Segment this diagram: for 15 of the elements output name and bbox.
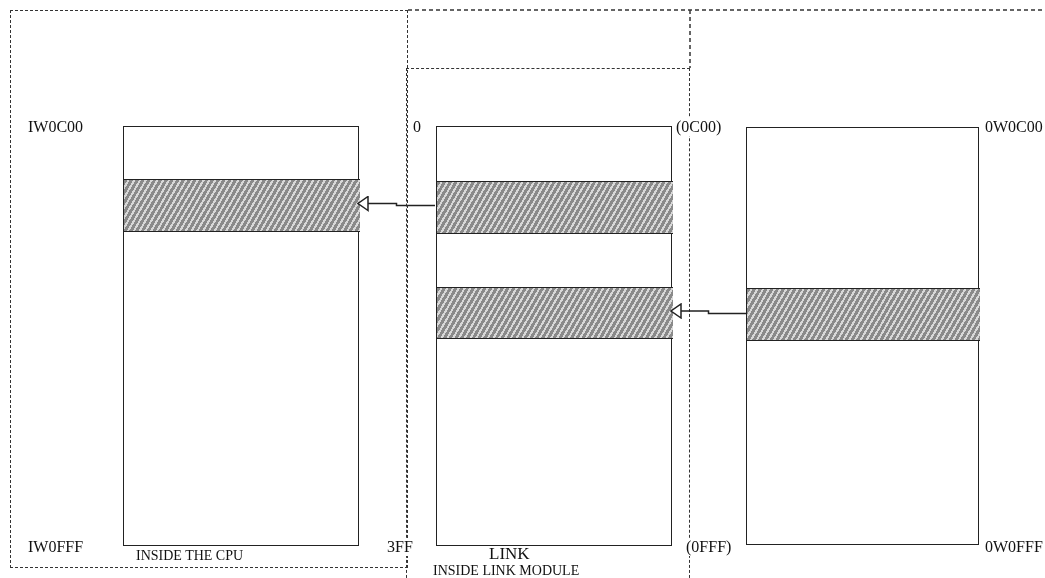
- hatched-band: [124, 179, 360, 232]
- hollow-arrow: [357, 195, 436, 212]
- region-label: INSIDE LINK MODULE: [433, 563, 580, 578]
- memory-block: [436, 126, 672, 546]
- region-label: INSIDE THE CPU: [136, 548, 244, 564]
- region-label: LINK: [489, 545, 530, 564]
- hatched-band: [437, 181, 673, 234]
- memory-block: [123, 126, 359, 546]
- address-label: (0FFF): [686, 538, 732, 556]
- memory-block: [746, 127, 979, 545]
- hatched-band: [747, 288, 980, 341]
- address-label: 3FF: [387, 538, 413, 556]
- address-label: (0C00): [676, 118, 722, 136]
- hatched-band: [437, 287, 673, 339]
- hollow-arrow: [670, 303, 747, 319]
